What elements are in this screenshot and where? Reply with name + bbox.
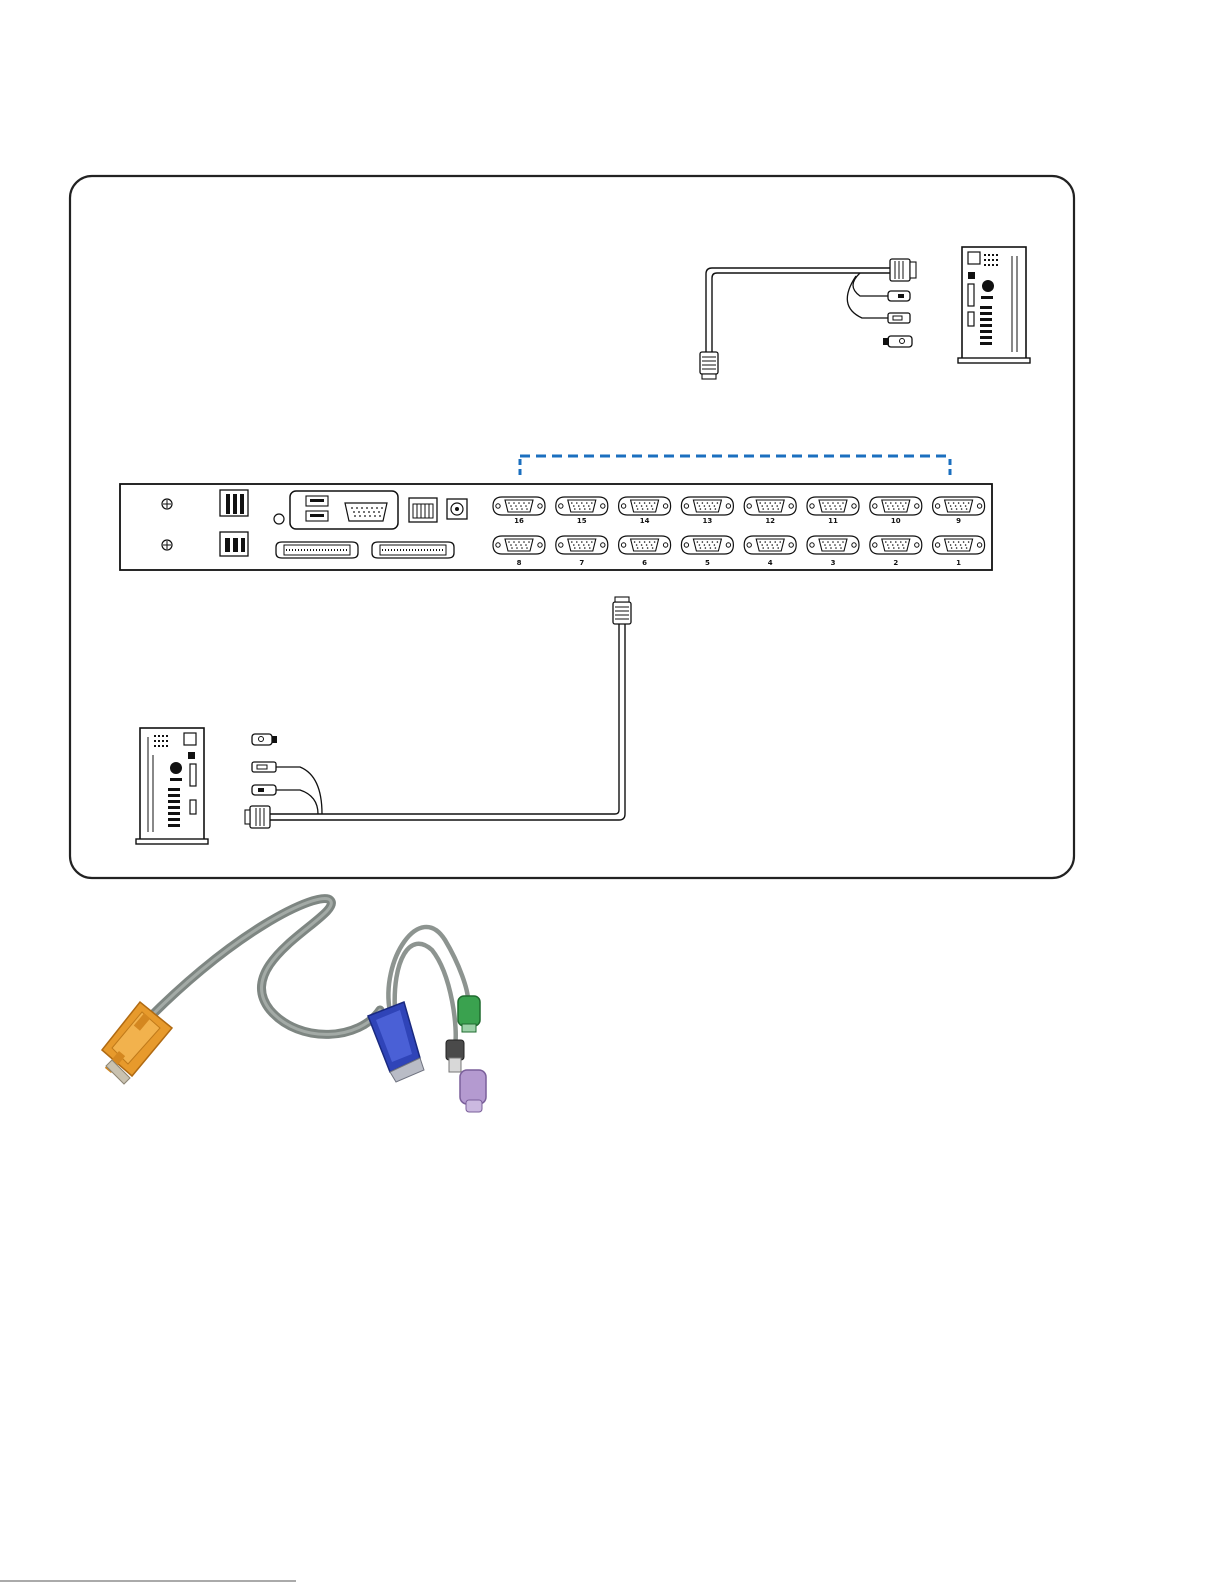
usb-plug [446, 1040, 464, 1072]
bottom-cable-usb-adapter [252, 734, 277, 745]
port-number-label: 3 [831, 559, 836, 567]
port-number-label: 12 [765, 517, 775, 525]
port-range-indicator [520, 456, 950, 476]
computer-tower-icon [136, 728, 208, 844]
top-kvm-cable [700, 259, 916, 379]
port-number-label: 2 [893, 559, 898, 567]
port-number-label: 14 [640, 517, 650, 525]
top-cable-usb-adapter [883, 336, 912, 347]
bottom-cable-vga-plug-up [613, 597, 631, 624]
orange-vga-connector [102, 1002, 172, 1084]
port-number-label: 9 [956, 517, 961, 525]
purple-ps2-adapter [460, 1070, 486, 1112]
kvm-switch-rear-panel: 16 15 14 13 12 11 10 9 8 7 6 5 4 3 2 1 [120, 484, 992, 570]
port-number-label: 6 [642, 559, 647, 567]
server-tower-bottom-left [136, 728, 208, 844]
blue-vga-connector [368, 1002, 424, 1082]
lan-port-icon [409, 498, 437, 522]
ground-screw-top-icon [162, 499, 172, 509]
kvm-cable-photo [102, 899, 486, 1112]
port-number-label: 16 [514, 517, 524, 525]
daisy-chain-port-1 [276, 542, 358, 558]
power-socket-icon [220, 532, 248, 556]
top-cable-vga-plug-right [890, 259, 916, 281]
port-number-label: 13 [703, 517, 713, 525]
top-cable-vga-plug-down [700, 352, 718, 379]
port-number-label: 11 [828, 517, 838, 525]
bottom-cable-vga-plug-left [245, 806, 270, 828]
power-jack-icon [447, 499, 467, 519]
port-number-label: 4 [768, 559, 773, 567]
port-number-label: 1 [956, 559, 961, 567]
port-number-label: 15 [577, 517, 587, 525]
port-number-label: 5 [705, 559, 710, 567]
top-cable-usb-plug [888, 313, 910, 323]
port-number-label: 10 [891, 517, 901, 525]
power-switch-icon [220, 490, 248, 516]
top-cable-ps2-plug [888, 291, 910, 301]
computer-tower-icon [958, 247, 1030, 363]
bottom-cable-ps2-plug [252, 785, 276, 795]
bottom-kvm-cable [245, 597, 631, 828]
daisy-chain-port-2 [372, 542, 454, 558]
port-number-label: 8 [517, 559, 522, 567]
green-ps2-connector [458, 996, 480, 1032]
bottom-cable-usb-plug [252, 762, 276, 772]
ground-screw-bottom-icon [162, 540, 172, 550]
port-number-label: 7 [579, 559, 584, 567]
server-tower-top-right [958, 247, 1030, 363]
